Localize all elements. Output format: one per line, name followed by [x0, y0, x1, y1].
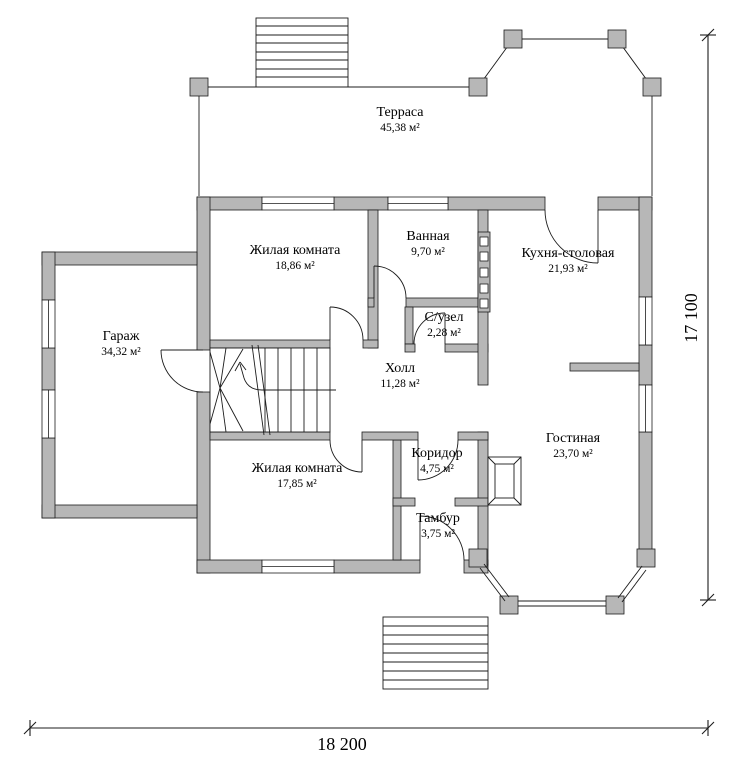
room-label-kitchen-dining: Кухня-столовая 21,93 м² [522, 247, 615, 276]
room-area: 18,86 м² [275, 260, 315, 272]
room-area: 11,28 м² [380, 378, 420, 390]
room-name: Гостиная [545, 431, 601, 446]
room-name: Коридор [411, 446, 463, 461]
dimension-height-label: 17 100 [681, 293, 701, 343]
room-area: 2,28 м² [427, 327, 461, 339]
room-area: 4,75 м² [420, 463, 454, 475]
entrance-steps [382, 616, 489, 690]
room-label-garage: Гараж 34,32 м² [101, 330, 140, 359]
room-area: 23,70 м² [553, 448, 593, 460]
room-label-vestibule: Тамбур 3,75 м² [416, 512, 460, 541]
room-area: 9,70 м² [411, 246, 445, 258]
exterior-walls [41, 196, 653, 574]
room-name: Жилая комната [251, 461, 343, 476]
columns [189, 29, 662, 615]
dimension-lines [23, 28, 716, 736]
vent-shaft [477, 231, 491, 313]
room-label-living-room-bottom: Жилая комната 17,85 м² [252, 462, 343, 491]
room-area: 21,93 м² [548, 263, 588, 275]
room-label-terrace: Терраса 45,38 м² [376, 106, 423, 135]
windows [41, 196, 653, 574]
bay-window-bottom [479, 563, 647, 607]
dimension-width-label: 18 200 [317, 734, 367, 754]
room-name: Кухня-столовая [521, 246, 615, 261]
doors [160, 209, 599, 561]
room-name: Тамбур [416, 511, 460, 526]
room-name: Холл [384, 361, 416, 376]
interior-walls [209, 209, 640, 566]
room-name: Ванная [406, 229, 450, 244]
room-name: С/узел [424, 310, 464, 325]
stairs [209, 344, 336, 436]
room-label-hall: Холл 11,28 м² [380, 362, 419, 391]
room-label-bathroom: Ванная 9,70 м² [406, 230, 449, 259]
room-label-living-room-top: Жилая комната 18,86 м² [250, 244, 341, 273]
room-name: Гараж [102, 329, 140, 344]
terrace-steps [255, 17, 349, 88]
room-area: 3,75 м² [421, 528, 455, 540]
room-name: Терраса [376, 105, 424, 120]
room-label-lounge: Гостиная 23,70 м² [546, 432, 600, 461]
room-name: Жилая комната [249, 243, 341, 258]
room-area: 34,32 м² [101, 346, 141, 358]
room-area: 17,85 м² [277, 478, 317, 490]
room-area: 45,38 м² [380, 122, 420, 134]
room-label-wc: С/узел 2,28 м² [425, 311, 464, 340]
room-label-corridor: Коридор 4,75 м² [411, 447, 462, 476]
fireplace-icon [487, 456, 522, 506]
